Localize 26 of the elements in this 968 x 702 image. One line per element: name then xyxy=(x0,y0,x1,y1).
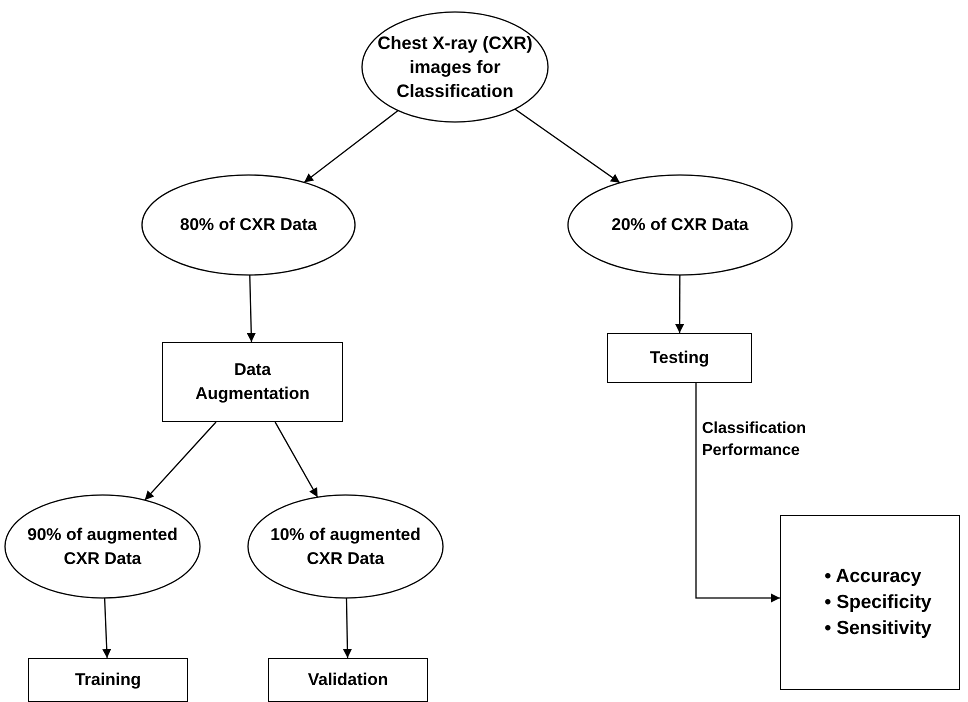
node-label: Validation xyxy=(306,669,390,691)
arrow xyxy=(342,598,352,658)
node-label: 90% of augmented CXR Data xyxy=(26,524,179,570)
node-label: Data Augmentation xyxy=(194,359,311,405)
arrow xyxy=(695,383,780,602)
process-box xyxy=(780,515,960,690)
arrow xyxy=(144,422,216,501)
node-label: 20% of CXR Data xyxy=(610,214,750,236)
metric-item: • Sensitivity xyxy=(824,616,932,640)
node-label: 80% of CXR Data xyxy=(179,214,318,236)
arrow xyxy=(246,274,256,342)
node-label: Training xyxy=(74,669,142,691)
process-box xyxy=(28,658,188,702)
metric-item: • Specificity xyxy=(824,590,932,614)
process-box xyxy=(607,333,752,383)
node-label: Testing xyxy=(648,347,710,369)
node-label: Chest X-ray (CXR) images for Classification xyxy=(376,32,534,103)
arrow xyxy=(102,598,112,658)
node-label: 10% of augmented CXR Data xyxy=(269,524,422,570)
metric-item: • Accuracy xyxy=(824,564,922,588)
arrow xyxy=(675,275,684,333)
process-box xyxy=(268,658,428,702)
arrow xyxy=(304,110,399,183)
arrow xyxy=(274,422,318,498)
arrow xyxy=(514,108,620,184)
process-box xyxy=(162,342,343,422)
